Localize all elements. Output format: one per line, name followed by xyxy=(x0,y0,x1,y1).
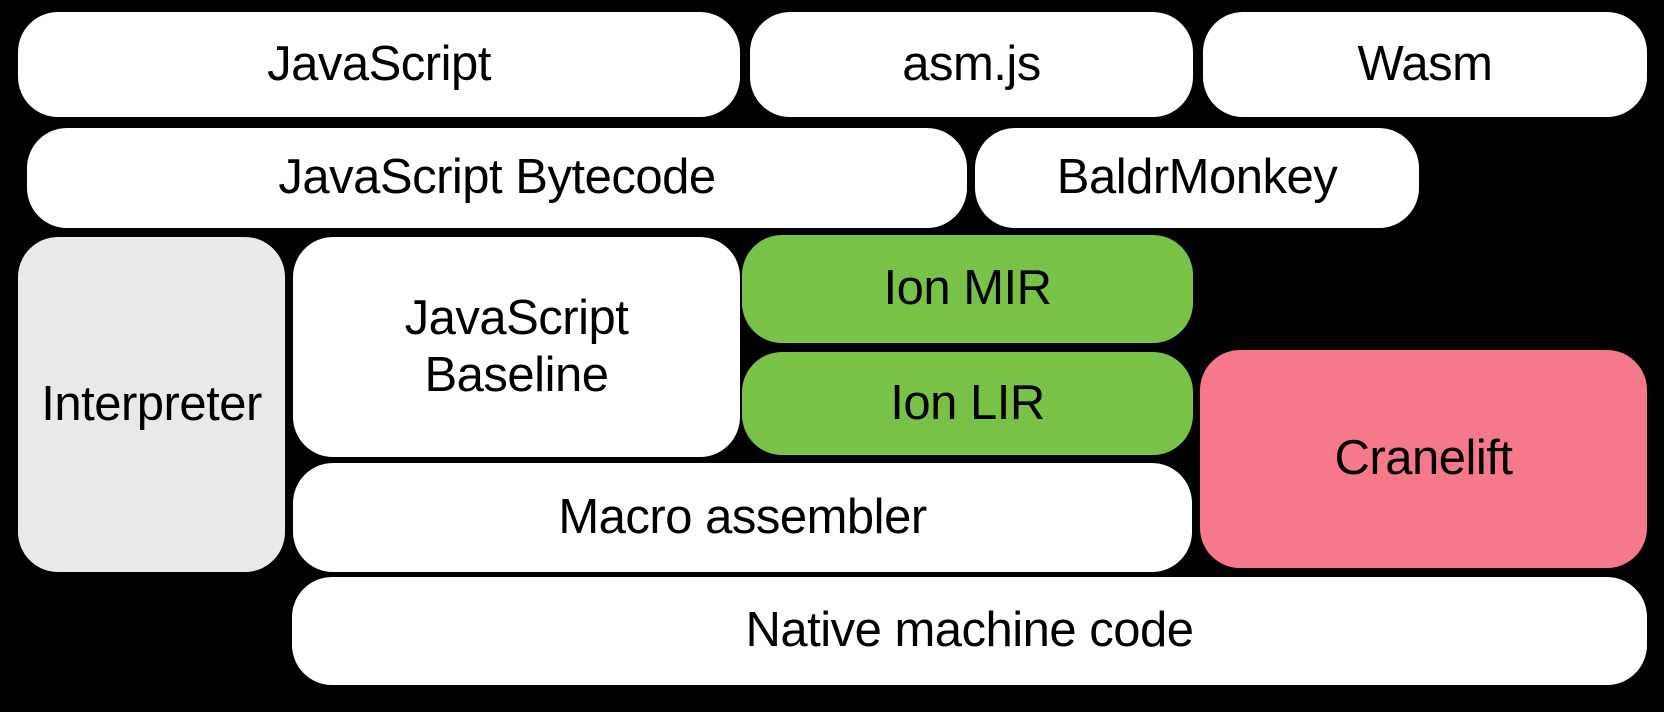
box-javascript: JavaScript xyxy=(18,12,740,117)
box-native-machine-code: Native machine code xyxy=(292,577,1647,685)
box-wasm: Wasm xyxy=(1203,12,1647,117)
box-asmjs-label: asm.js xyxy=(902,36,1041,91)
box-baldrmonkey: BaldrMonkey xyxy=(975,128,1419,228)
box-cranelift: Cranelift xyxy=(1200,350,1647,568)
box-macro-assembler: Macro assembler xyxy=(293,463,1192,572)
box-cranelift-label: Cranelift xyxy=(1334,431,1513,486)
box-baldrmonkey-label: BaldrMonkey xyxy=(1056,150,1338,205)
box-javascript-bytecode: JavaScript Bytecode xyxy=(27,128,967,228)
box-javascript-bytecode-label: JavaScript Bytecode xyxy=(278,150,716,205)
box-ion-mir-label: Ion MIR xyxy=(883,261,1052,316)
box-javascript-baseline: JavaScript Baseline xyxy=(293,237,740,457)
box-wasm-label: Wasm xyxy=(1357,36,1494,91)
box-interpreter-label: Interpreter xyxy=(41,376,262,431)
box-ion-lir: Ion LIR xyxy=(742,352,1193,455)
box-asmjs: asm.js xyxy=(750,12,1193,117)
box-ion-lir-label: Ion LIR xyxy=(890,375,1045,430)
box-ion-mir: Ion MIR xyxy=(742,235,1193,343)
box-javascript-baseline-label: JavaScript Baseline xyxy=(404,290,629,402)
box-macro-assembler-label: Macro assembler xyxy=(558,489,927,544)
box-interpreter: Interpreter xyxy=(18,237,285,572)
box-javascript-label: JavaScript xyxy=(267,36,491,91)
box-native-machine-code-label: Native machine code xyxy=(745,603,1194,658)
